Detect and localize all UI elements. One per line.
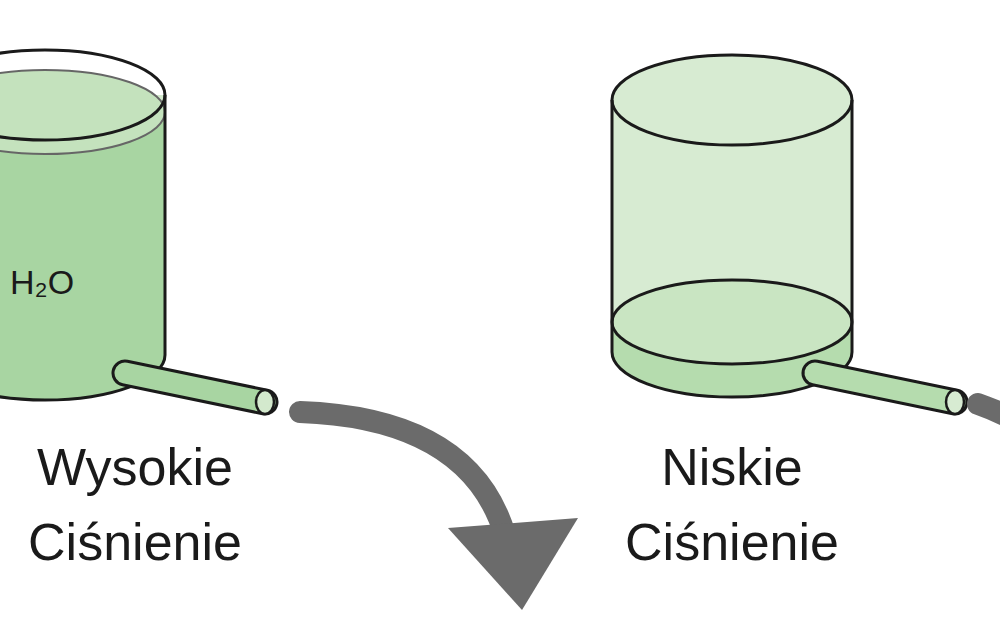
pressure-label: Wysokie Ciśnienie bbox=[5, 430, 265, 580]
pressure-label: Niskie Ciśnienie bbox=[572, 430, 892, 580]
full-tank bbox=[0, 50, 274, 414]
tank: Niskie Ciśnienie bbox=[612, 55, 852, 370]
flow-arrow bbox=[300, 404, 1000, 610]
empty-tank bbox=[612, 55, 964, 414]
tank: H₂OWysokie Ciśnienie bbox=[0, 50, 170, 400]
substance-label: H₂O bbox=[10, 262, 74, 302]
